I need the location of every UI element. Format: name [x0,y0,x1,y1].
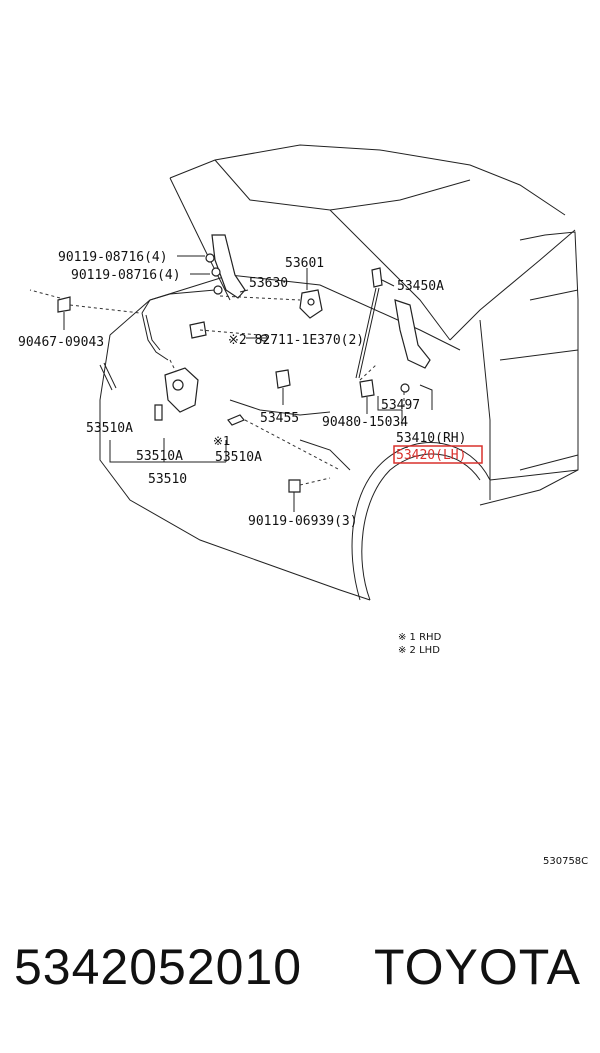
label-90480-15034: 90480-15034 [322,415,408,430]
label-53510a-right: 53510A [215,450,262,465]
label-star1: ※1 [213,434,230,448]
label-90119-06939: 90119-06939(3) [248,514,358,529]
label-82711-1e370: ※2 82711-1E370(2) [228,333,364,348]
label-53601: 53601 [285,256,324,271]
label-53510a-mid: 53510A [136,449,183,464]
label-90119-08716-a: 90119-08716(4) [58,250,168,265]
brand-name: TOYOTA [374,939,581,995]
label-53410-rh: 53410(RH) [396,431,466,446]
small-fasteners [57,296,375,493]
hood-lock-cable [141,285,223,361]
label-53510: 53510 [148,472,187,487]
hood-lock-assembly [99,362,199,421]
label-53420-lh: 53420(LH) [396,448,466,463]
label-53450a: 53450A [397,279,444,294]
leader-lines [63,255,433,512]
part-number: 5342052010 [14,939,303,995]
label-53510a-left: 53510A [86,421,133,436]
dashed-guides [29,289,405,486]
label-90467-09043: 90467-09043 [18,335,104,350]
hood-support-rod [355,267,383,379]
drawing-code: 530758C [543,856,588,867]
hood-lock-catch [299,289,323,319]
car-body-outline [99,144,579,601]
note-lhd: ※ 2 LHD [398,645,440,656]
label-53455: 53455 [260,411,299,426]
label-53630: 53630 [249,276,288,291]
hood-hinge-rh [394,299,431,393]
note-rhd: ※ 1 RHD [398,632,442,643]
highlight-box [393,445,483,464]
parts-diagram: 90119-08716(4) 90119-08716(4) 53601 5363… [18,144,588,867]
label-53497: 53497 [381,398,420,413]
label-90119-08716-b: 90119-08716(4) [71,268,181,283]
hood-hinge-lh [205,234,246,299]
